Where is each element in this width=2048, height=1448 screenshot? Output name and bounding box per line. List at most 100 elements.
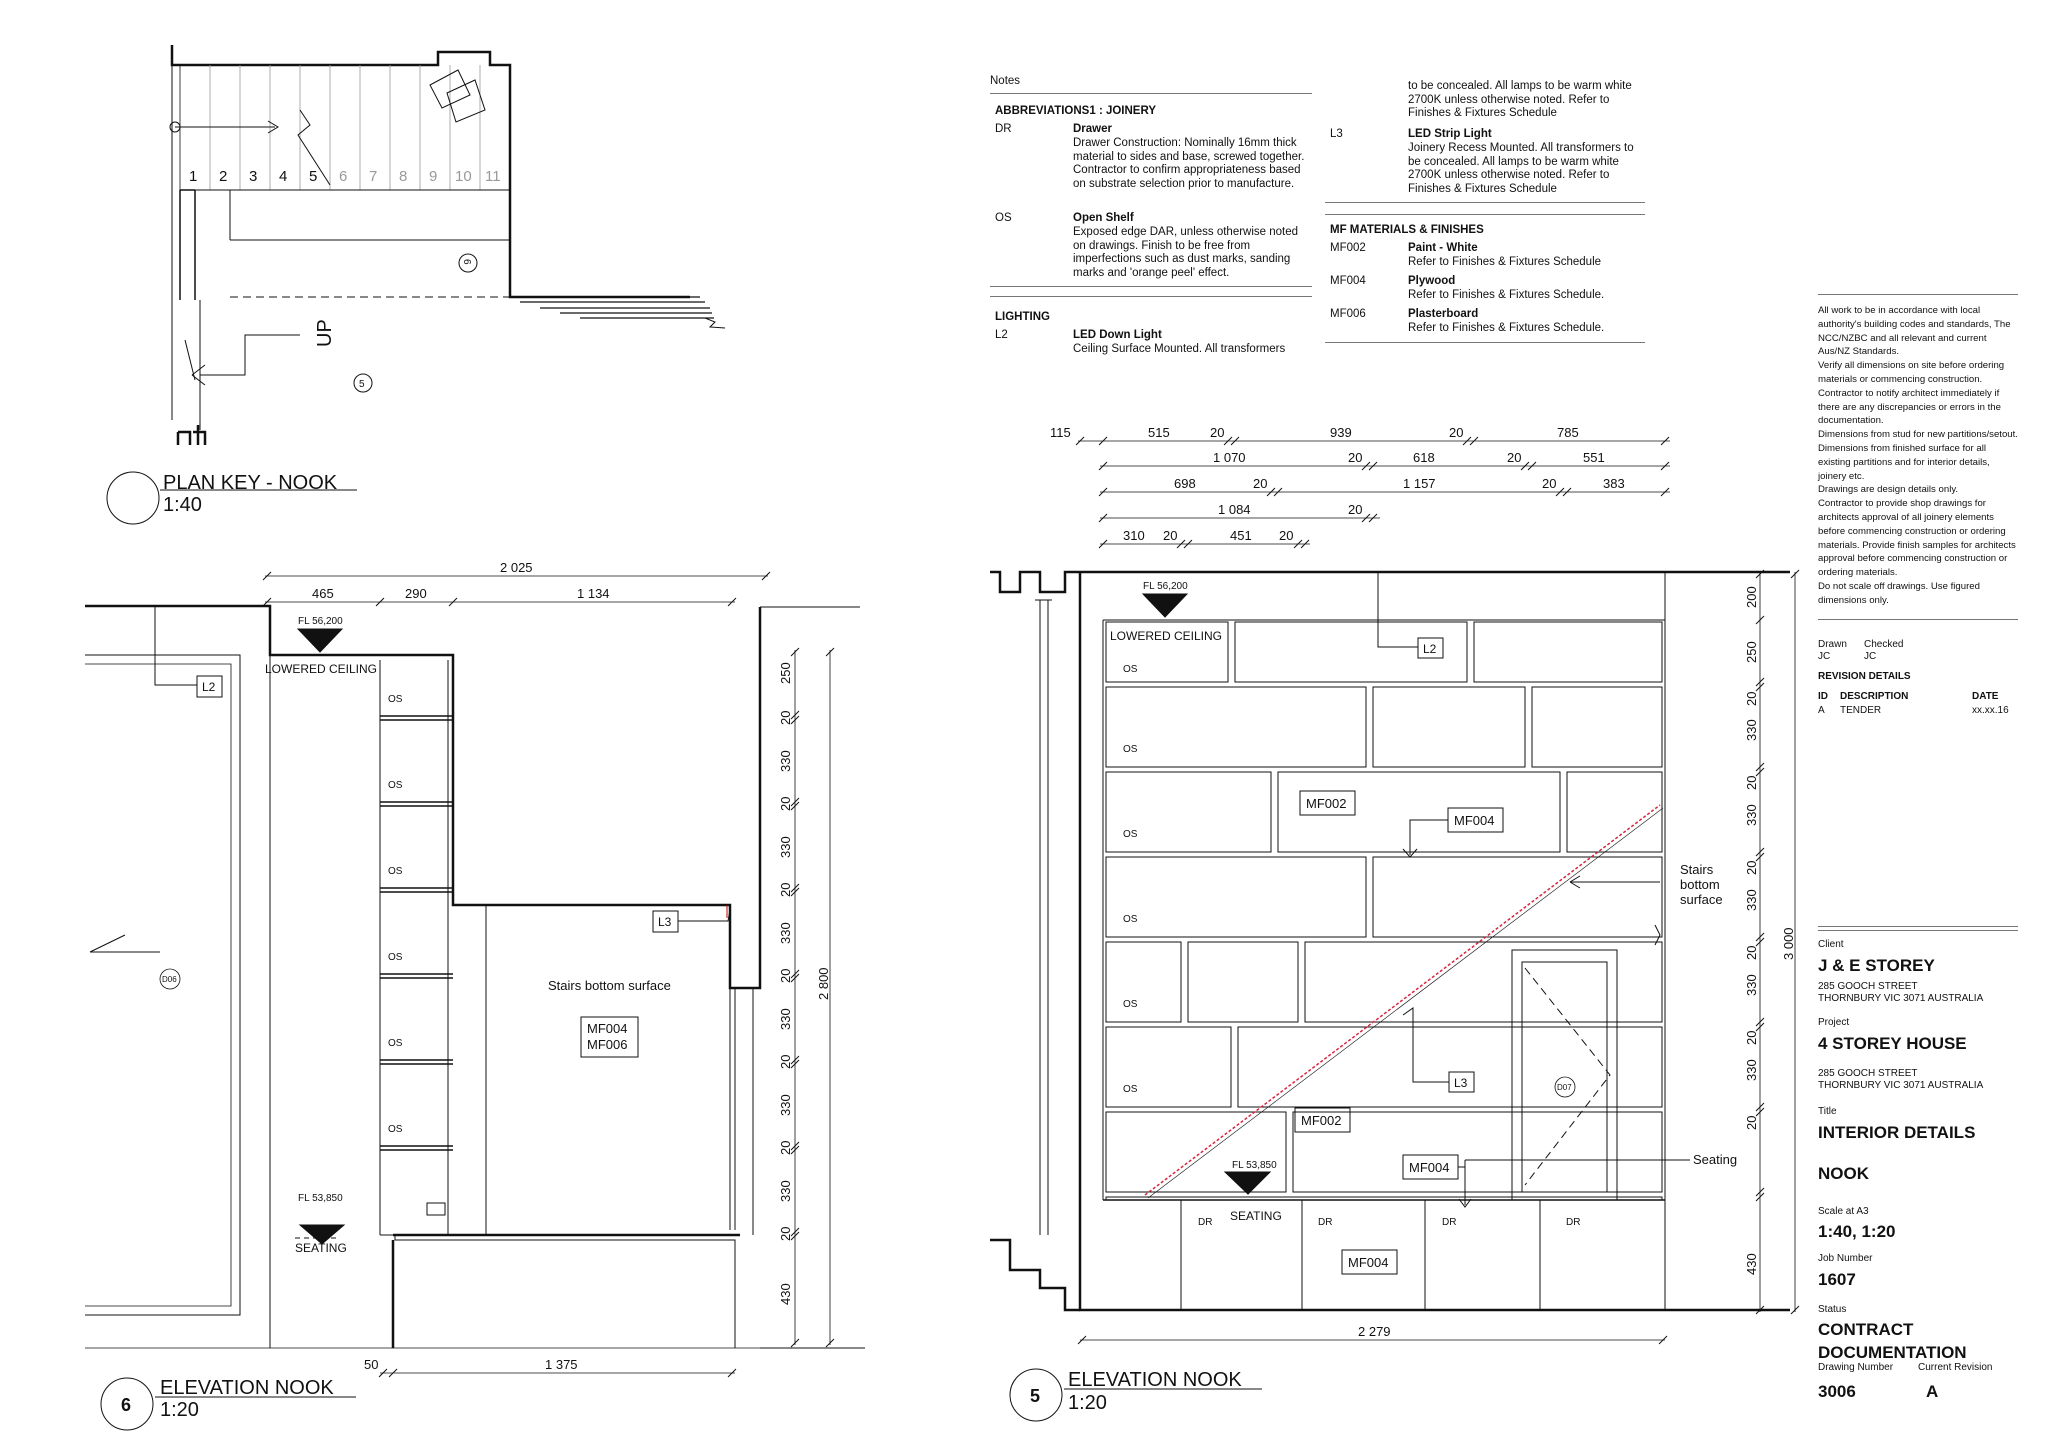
joinery-heading: ABBREVIATIONS1 : JOINERY	[995, 105, 1157, 117]
plan-scale: 1:40	[163, 494, 202, 516]
os-label: OS	[1123, 829, 1138, 840]
current-revision: A	[1926, 1382, 1939, 1401]
tag-l3: L3	[1454, 1076, 1468, 1090]
elevation-6-text: 2 025 465 290 1 134 FL 56,200 LOWERED CE…	[121, 560, 831, 1421]
elevation-scale: 1:20	[1068, 1392, 1107, 1414]
dim-height-total: 3 000	[1781, 927, 1796, 960]
dim: 20	[1163, 528, 1177, 543]
dim-v: 20	[1744, 776, 1759, 790]
notes-column-1: Notes ABBREVIATIONS1 : JOINERY DR Drawer…	[990, 75, 1312, 355]
step-number: 11	[485, 168, 501, 185]
checked-label: Checked	[1864, 639, 1904, 650]
note-desc: Refer to Finishes & Fixtures Schedule.	[1408, 289, 1605, 301]
os-label: OS	[1123, 914, 1138, 925]
titleblock-rule	[1818, 930, 2018, 931]
elevation-scale: 1:20	[160, 1399, 199, 1421]
elevation-title: ELEVATION NOOK	[1068, 1369, 1242, 1391]
title-block: All work to be in accordance with local …	[1818, 294, 2018, 1434]
dim-height-total: 2 800	[816, 967, 831, 1000]
step-number: 8	[399, 168, 407, 185]
dim-v: 330	[1744, 804, 1759, 826]
dim: 50	[364, 1357, 378, 1372]
fl-top: FL 56,200	[298, 616, 343, 627]
note-title: Plasterboard	[1408, 308, 1479, 320]
tag-mf004: MF004	[1409, 1160, 1449, 1175]
rev-date: xx.xx.16	[1972, 705, 2009, 716]
project-label: Project	[1818, 1017, 1850, 1028]
marker-5: 5	[359, 379, 365, 390]
client-name: J & E STOREY	[1818, 956, 1935, 975]
status-label: Status	[1818, 1304, 1847, 1315]
stairs-callout: surface	[1680, 892, 1723, 907]
note-desc: Exposed edge DAR, unless otherwise noted…	[1073, 226, 1299, 279]
dim-v: 250	[778, 662, 793, 684]
dim-v: 20	[778, 1227, 793, 1241]
lowered-ceiling: LOWERED CEILING	[265, 662, 377, 676]
note-desc: Ceiling Surface Mounted. All transformer…	[1073, 343, 1286, 355]
note-desc: Refer to Finishes & Fixtures Schedule.	[1408, 322, 1605, 334]
tag-mf004: MF004	[1454, 813, 1494, 828]
step-number: 6	[339, 168, 347, 185]
elevation-6	[85, 571, 865, 1431]
dim-v: 20	[778, 1141, 793, 1155]
revision-label: Current Revision	[1918, 1362, 1993, 1373]
os-label: OS	[1123, 664, 1138, 675]
note-title: Drawer	[1073, 123, 1112, 135]
fl-top: FL 56,200	[1143, 581, 1188, 592]
dim: 115	[1050, 425, 1071, 440]
dim-v: 430	[778, 1283, 793, 1305]
note-code: L3	[1330, 128, 1343, 140]
dim-v: 330	[1744, 974, 1759, 996]
seating-label: SEATING	[1230, 1209, 1282, 1223]
material-tag: MF004	[587, 1021, 627, 1036]
marker-6: 6	[461, 259, 472, 265]
tag-mf002: MF002	[1301, 1113, 1341, 1128]
step-number: 7	[369, 168, 377, 185]
stairs-callout: bottom	[1680, 877, 1720, 892]
dim: 310	[1123, 528, 1145, 543]
project-name: 4 STOREY HOUSE	[1818, 1034, 1967, 1053]
tag-l2: L2	[1423, 642, 1437, 656]
dim-v: 330	[1744, 1059, 1759, 1081]
step-number: 5	[309, 168, 317, 185]
dim: 451	[1230, 528, 1252, 543]
dim-v: 430	[1744, 1253, 1759, 1275]
note-code: MF006	[1330, 308, 1366, 320]
dim-v: 20	[778, 969, 793, 983]
os-label: OS	[388, 780, 403, 791]
dim: 20	[1348, 502, 1362, 517]
os-label: OS	[388, 1124, 403, 1135]
plan-step-numbers: 1 2 3 4 5 6 7 8 9 10 11 6 5 UP PLAN KEY …	[163, 168, 501, 516]
project-address: 285 GOOCH STREET THORNBURY VIC 3071 AUST…	[1818, 1068, 1984, 1091]
os-label: OS	[388, 694, 403, 705]
notes-heading: Notes	[990, 75, 1021, 87]
dr-label: DR	[1318, 1217, 1332, 1228]
rev-id: A	[1818, 705, 1825, 716]
note-title: Open Shelf	[1073, 212, 1134, 224]
tag-l3: L3	[658, 915, 672, 929]
dim-overall-width: 2 025	[500, 560, 533, 575]
dim: 20	[1279, 528, 1293, 543]
dim-v: 330	[778, 1008, 793, 1030]
dr-label: DR	[1442, 1217, 1456, 1228]
note-code: DR	[995, 123, 1012, 135]
door-tag: D06	[162, 975, 177, 984]
os-label: OS	[388, 952, 403, 963]
dim: 618	[1413, 450, 1435, 465]
dim: 20	[1542, 476, 1556, 491]
dim-v: 20	[1744, 1116, 1759, 1130]
drawing-number: 3006	[1818, 1382, 1856, 1401]
dim: 383	[1603, 476, 1625, 491]
os-label: OS	[1123, 999, 1138, 1010]
note-title: LED Strip Light	[1408, 128, 1492, 140]
plan-key	[106, 45, 726, 525]
elevation-5-text: 115 515 20 939 20 785 1 070 20 618 20 55…	[1030, 425, 1796, 1414]
elevation-5	[990, 436, 1800, 1422]
note-title: LED Down Light	[1073, 329, 1162, 341]
dim-v: 20	[1744, 692, 1759, 706]
dim-v: 20	[778, 1055, 793, 1069]
os-label: OS	[388, 866, 403, 877]
dim: 20	[1507, 450, 1521, 465]
tag-l2: L2	[202, 680, 216, 694]
dim: 20	[1210, 425, 1224, 440]
